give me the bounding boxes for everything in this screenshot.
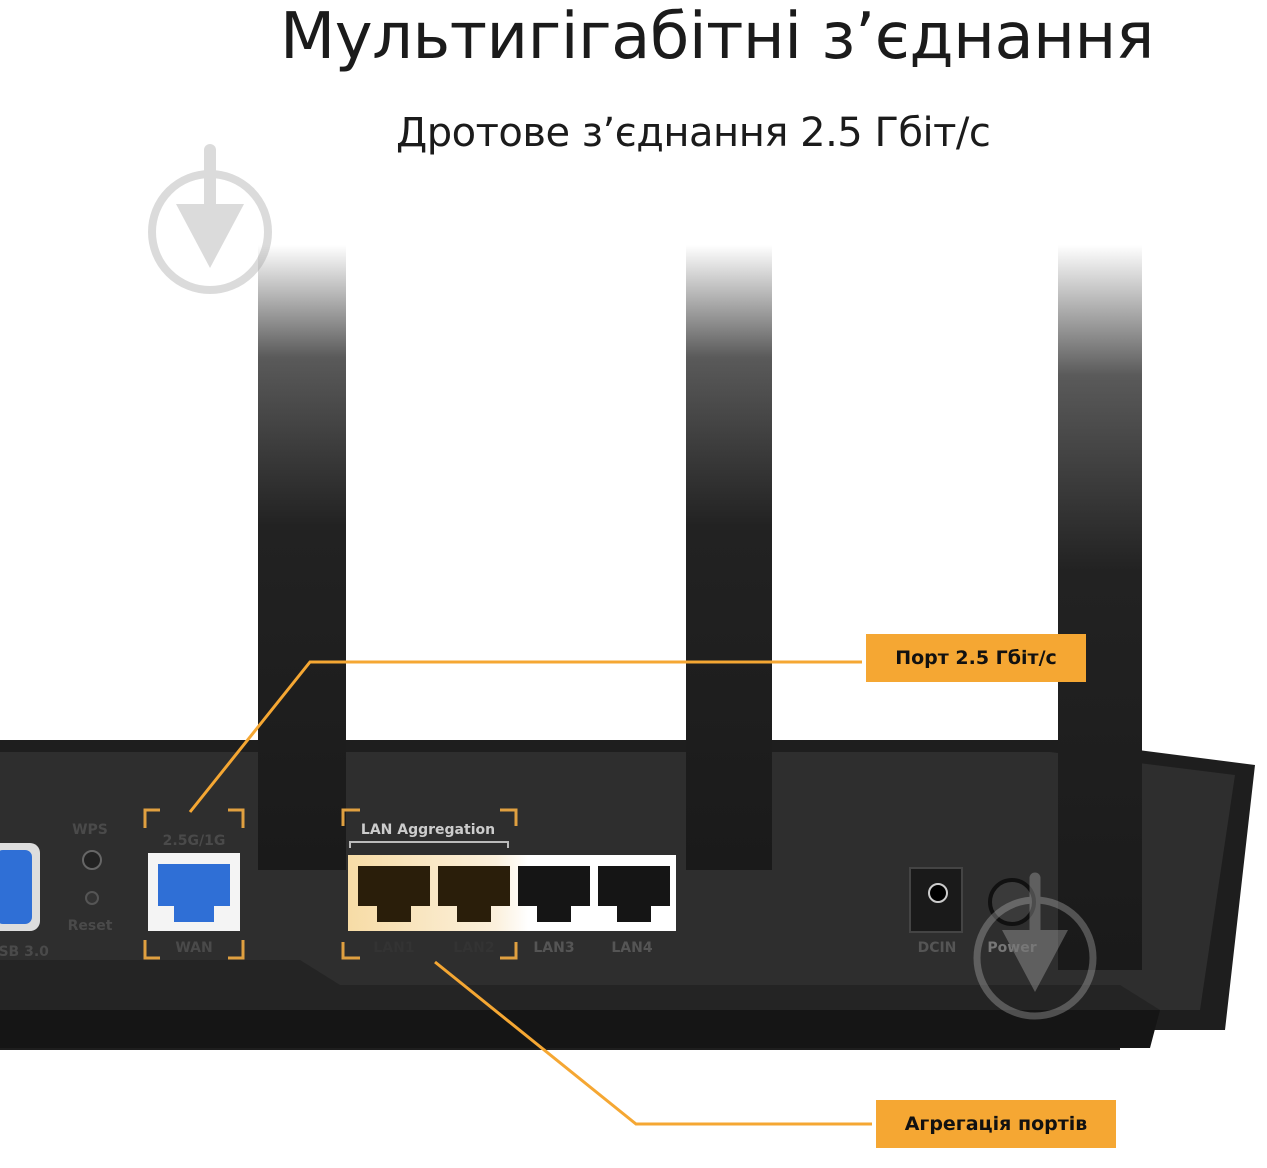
- power-label: Power: [987, 940, 1036, 956]
- lan-aggregation-bracket: [341, 808, 518, 960]
- dcin-label: DCIN: [918, 940, 957, 956]
- port-speed-callout-line: [188, 660, 862, 813]
- antenna-left: [258, 245, 346, 870]
- lan1-port: [358, 866, 430, 922]
- aggregation-callout: Агрегація портів: [876, 1100, 1116, 1148]
- dcin-port: [909, 867, 963, 933]
- port-speed-callout: Порт 2.5 Гбіт/с: [866, 634, 1086, 682]
- lan-aggregation-label: LAN Aggregation: [361, 822, 495, 838]
- lan1-label: LAN1: [373, 940, 414, 956]
- power-button: [988, 878, 1036, 926]
- wan-label: WAN: [175, 940, 212, 956]
- antenna-right: [1058, 245, 1142, 970]
- lan2-port: [438, 866, 510, 922]
- aggregation-callout-line: [434, 960, 872, 1126]
- lan4-label: LAN4: [611, 940, 652, 956]
- page-subtitle: Дротове з’єднання 2.5 Гбіт/с: [396, 110, 991, 156]
- page-title: Мультигігабітні з’єднання: [280, 0, 1154, 74]
- wan-bracket: [143, 808, 245, 960]
- wps-label: WPS: [72, 822, 108, 838]
- usb-port: USB 3.0: [0, 843, 49, 960]
- wan-port: [148, 853, 240, 931]
- lan2-label: LAN2: [453, 940, 494, 956]
- lan-aggregation-underline: [349, 841, 509, 848]
- reset-button: [85, 891, 99, 905]
- reset-label: Reset: [68, 918, 113, 934]
- antenna-middle: [686, 245, 772, 870]
- download-circle-icon: [148, 144, 272, 294]
- lan3-label: LAN3: [533, 940, 574, 956]
- download-circle-icon: [973, 872, 1097, 1020]
- lan3-port: [518, 866, 590, 922]
- usb-label: USB 3.0: [0, 944, 49, 960]
- lan4-port: [598, 866, 670, 922]
- wan-speed-label: 2.5G/1G: [163, 833, 226, 849]
- wps-button: [82, 850, 102, 870]
